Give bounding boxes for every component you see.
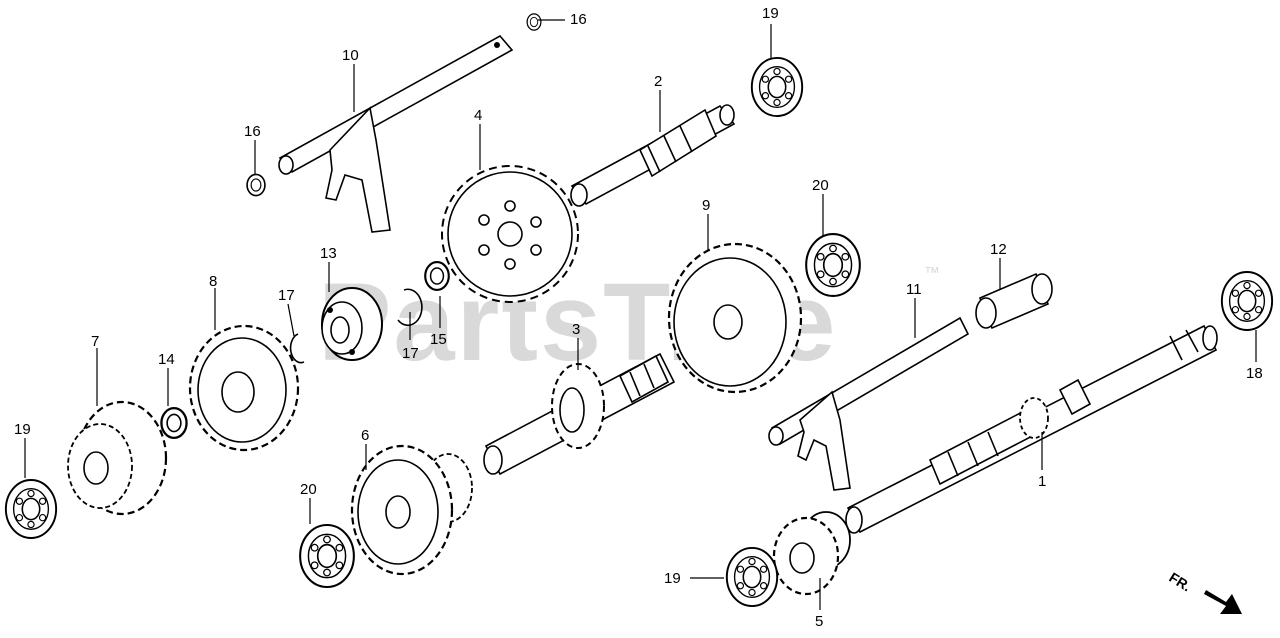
part-6-double-gear[interactable]	[350, 444, 473, 576]
part-19-bearing-left[interactable]	[4, 478, 58, 540]
part-16-washer-top[interactable]	[526, 13, 542, 31]
part-2-shaft[interactable]	[570, 104, 736, 207]
label-17-left: 17	[278, 287, 295, 304]
label-16-left: 16	[244, 123, 261, 140]
label-4: 4	[474, 107, 482, 124]
label-1: 1	[1038, 473, 1046, 490]
leader-lines	[24, 19, 1257, 610]
label-7: 7	[91, 333, 99, 350]
part-12-sleeve[interactable]	[975, 272, 1053, 330]
label-15: 15	[430, 331, 447, 348]
front-label: FR.	[1166, 569, 1194, 595]
part-8-gear[interactable]	[188, 324, 300, 452]
front-direction-indicator: FR.	[1166, 569, 1242, 614]
label-2: 2	[654, 73, 662, 90]
part-9-gear[interactable]	[667, 242, 803, 394]
part-11-shift-fork-shaft[interactable]	[768, 316, 970, 491]
label-19-low: 19	[664, 570, 681, 587]
front-arrow-icon	[1204, 590, 1242, 614]
label-12: 12	[990, 241, 1007, 258]
part-15-washer[interactable]	[423, 260, 451, 292]
label-20-low: 20	[300, 481, 317, 498]
part-20-bearing-low[interactable]	[299, 523, 355, 589]
label-17-right: 17	[402, 345, 419, 362]
label-9: 9	[702, 197, 710, 214]
part-17-circlip-a[interactable]	[397, 288, 423, 327]
label-13: 13	[320, 245, 337, 262]
label-5: 5	[815, 613, 823, 630]
watermark-tm: ™	[924, 265, 940, 282]
part-20-bearing-mid[interactable]	[805, 233, 861, 297]
part-19-bearing-top[interactable]	[750, 56, 804, 118]
label-19-left: 19	[14, 421, 31, 438]
part-17-circlip-b[interactable]	[289, 333, 305, 364]
label-16-top: 16	[570, 11, 587, 28]
label-8: 8	[209, 273, 217, 290]
part-19-bearing-low[interactable]	[725, 546, 779, 608]
label-19-top: 19	[762, 5, 779, 22]
part-10-shift-fork-shaft[interactable]	[278, 34, 514, 233]
part-7-double-gear[interactable]	[67, 400, 168, 516]
label-14: 14	[158, 351, 175, 368]
part-3-shaft[interactable]	[483, 352, 676, 476]
part-4-gear[interactable]	[441, 165, 579, 303]
label-10: 10	[342, 47, 359, 64]
label-11: 11	[906, 281, 922, 298]
part-1-main-shaft[interactable]	[845, 324, 1218, 534]
part-5-gear[interactable]	[772, 511, 851, 596]
label-6: 6	[361, 427, 369, 444]
part-18-bearing[interactable]	[1220, 270, 1274, 332]
part-14-washer[interactable]	[160, 406, 188, 440]
part-16-washer-left[interactable]	[246, 173, 266, 197]
label-20-mid: 20	[812, 177, 829, 194]
label-18: 18	[1246, 365, 1263, 382]
part-13-hub[interactable]	[321, 287, 383, 361]
label-3: 3	[572, 321, 580, 338]
reference-labels: 10 16 16 19 2 4 9 20 13 8 17 17 15 11 12…	[14, 5, 1263, 630]
